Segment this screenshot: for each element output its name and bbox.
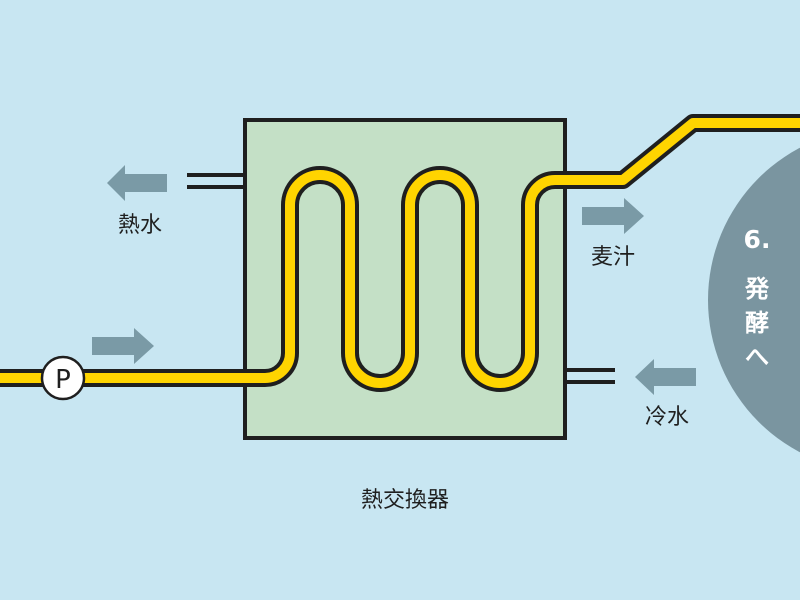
hot-water-outlet-pipe [187, 173, 245, 189]
cold-water-label: 冷水 [645, 405, 689, 430]
arrow-left-icon [107, 165, 167, 201]
next-step-char-3: へ [745, 343, 769, 371]
wort-label: 麦汁 [591, 245, 635, 270]
pump-label: P [55, 365, 71, 395]
next-step-char-1: 発 [744, 275, 770, 303]
pump-icon [40, 355, 86, 401]
arrow-right-icon [582, 198, 644, 234]
cold-water-inlet-pipe [565, 368, 615, 384]
next-step-number: 6. [744, 225, 771, 254]
wort-pipe [0, 114, 800, 392]
heat-exchanger-label: 熱交換器 [361, 488, 449, 513]
next-step-circle [708, 147, 800, 453]
next-step-char-2: 酵 [745, 309, 769, 337]
arrow-left-icon [635, 359, 696, 395]
hot-water-label: 熱水 [118, 213, 162, 238]
arrow-right-icon [92, 328, 154, 364]
